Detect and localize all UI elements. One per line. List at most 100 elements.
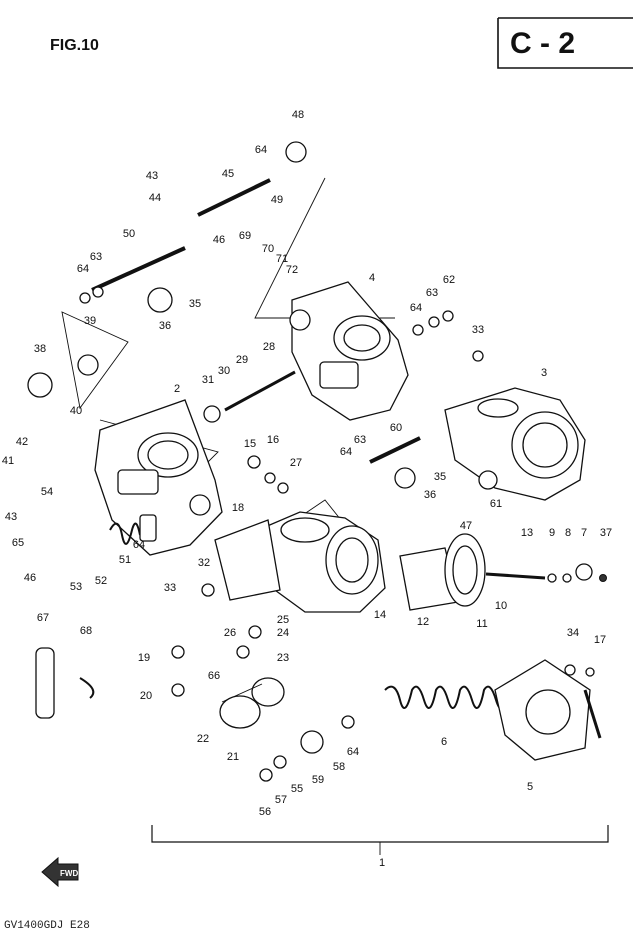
callout-37: 37 xyxy=(600,527,612,539)
callout-72: 72 xyxy=(286,264,298,276)
callout-64e: 64 xyxy=(133,539,145,551)
callout-10: 10 xyxy=(495,600,507,612)
assembly-bracket-1 xyxy=(151,825,609,843)
callout-54: 54 xyxy=(41,486,53,498)
callout-22: 22 xyxy=(197,733,209,745)
callout-18: 18 xyxy=(232,502,244,514)
nut-8 xyxy=(562,573,572,583)
callout-42: 42 xyxy=(16,436,28,448)
spring-6 xyxy=(384,685,509,710)
rod-29-28 xyxy=(224,370,296,412)
callout-19: 19 xyxy=(138,652,150,664)
callout-41: 41 xyxy=(2,455,14,467)
callout-25: 25 xyxy=(277,614,289,626)
callout-47: 47 xyxy=(460,520,472,532)
callout-46a: 46 xyxy=(213,234,225,246)
carburetor-body-4 xyxy=(289,281,409,421)
callout-71: 71 xyxy=(276,253,288,265)
callout-27: 27 xyxy=(290,457,302,469)
callout-48: 48 xyxy=(292,109,304,121)
callout-68: 68 xyxy=(80,625,92,637)
callout-63b: 63 xyxy=(426,287,438,299)
callout-24: 24 xyxy=(277,627,289,639)
callout-52: 52 xyxy=(95,575,107,587)
callout-69: 69 xyxy=(239,230,251,242)
callout-15: 15 xyxy=(244,438,256,450)
callout-6: 6 xyxy=(441,736,447,748)
callout-20: 20 xyxy=(140,690,152,702)
callout-39: 39 xyxy=(84,315,96,327)
callout-59: 59 xyxy=(312,774,324,786)
callout-28: 28 xyxy=(263,341,275,353)
callout-5: 5 xyxy=(527,781,533,793)
callout-29: 29 xyxy=(236,354,248,366)
callout-50: 50 xyxy=(123,228,135,240)
callout-34: 34 xyxy=(567,627,579,639)
callout-26: 26 xyxy=(224,627,236,639)
float-21 xyxy=(219,677,285,729)
callout-64f: 64 xyxy=(347,746,359,758)
callout-56: 56 xyxy=(259,806,271,818)
callout-23: 23 xyxy=(277,652,289,664)
callout-38: 38 xyxy=(34,343,46,355)
guide-lines-left xyxy=(61,311,129,410)
callout-35a: 35 xyxy=(189,298,201,310)
plate-7 xyxy=(575,563,593,581)
callout-17: 17 xyxy=(594,634,606,646)
part-67 xyxy=(35,647,55,719)
screw-37 xyxy=(599,574,607,582)
washer-9 xyxy=(547,573,557,583)
carburetor-body-2 xyxy=(94,399,223,556)
fwd-arrow-icon: FWD xyxy=(41,856,79,888)
clip-68 xyxy=(79,677,95,699)
callout-14: 14 xyxy=(374,609,386,621)
gasket-18 xyxy=(214,519,281,601)
callout-4: 4 xyxy=(369,272,375,284)
callout-62: 62 xyxy=(443,274,455,286)
callout-55: 55 xyxy=(291,783,303,795)
callout-40: 40 xyxy=(70,405,82,417)
callout-60: 60 xyxy=(390,422,402,434)
callout-3: 3 xyxy=(541,367,547,379)
callout-70: 70 xyxy=(262,243,274,255)
callout-63c: 63 xyxy=(354,434,366,446)
callout-30: 30 xyxy=(218,365,230,377)
callout-64c: 64 xyxy=(410,302,422,314)
callout-53: 53 xyxy=(70,581,82,593)
callout-13: 13 xyxy=(521,527,533,539)
callout-31: 31 xyxy=(202,374,214,386)
callout-8: 8 xyxy=(565,527,571,539)
callout-1: 1 xyxy=(379,857,385,869)
callout-64b: 64 xyxy=(77,263,89,275)
callout-36b: 36 xyxy=(424,489,436,501)
callout-33b: 33 xyxy=(164,582,176,594)
spring-51 xyxy=(109,514,157,545)
callout-21: 21 xyxy=(227,751,239,763)
callout-43b: 43 xyxy=(5,511,17,523)
carburetor-body-14 xyxy=(257,511,386,613)
callout-9: 9 xyxy=(549,527,555,539)
callout-64d: 64 xyxy=(340,446,352,458)
callout-65: 65 xyxy=(12,537,24,549)
callout-46b: 46 xyxy=(24,572,36,584)
figure-label: FIG.10 xyxy=(50,37,99,54)
callout-35b: 35 xyxy=(434,471,446,483)
callout-32: 32 xyxy=(198,557,210,569)
callout-16: 16 xyxy=(267,434,279,446)
callout-64a: 64 xyxy=(255,144,267,156)
callout-61: 61 xyxy=(490,498,502,510)
shaft-50 xyxy=(91,246,186,292)
callout-58: 58 xyxy=(333,761,345,773)
callout-63a: 63 xyxy=(90,251,102,263)
callout-11: 11 xyxy=(476,618,487,630)
callout-67: 67 xyxy=(37,612,49,624)
callout-12: 12 xyxy=(417,616,429,628)
page-code-box: C - 2 xyxy=(497,17,633,69)
callout-36a: 36 xyxy=(159,320,171,332)
shaft-60 xyxy=(369,436,421,464)
cover-5-dome xyxy=(525,689,571,735)
small-fasteners xyxy=(27,141,595,782)
screw-rod xyxy=(583,689,602,739)
